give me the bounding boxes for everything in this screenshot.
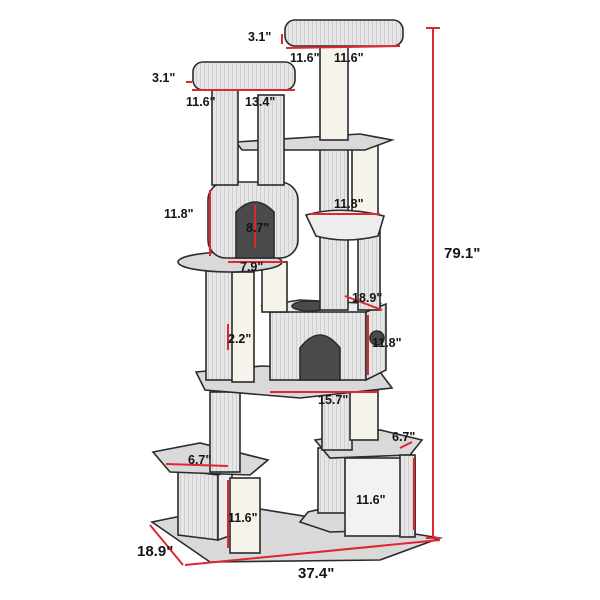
lower-post-left bbox=[209, 391, 241, 473]
mid-post-right bbox=[261, 261, 288, 313]
top-perch bbox=[284, 19, 404, 47]
label-total-height: 79.1" bbox=[444, 245, 480, 262]
label-top-perch-height: 3.1" bbox=[248, 30, 271, 44]
basket bbox=[304, 209, 386, 241]
tall-post-middle bbox=[257, 94, 285, 186]
label-base-width: 37.4" bbox=[298, 565, 334, 582]
label-big-condo-height: 11.8" bbox=[372, 336, 402, 350]
bottom-post-middle bbox=[317, 447, 349, 514]
label-top-perch-width-right: 11.6" bbox=[334, 51, 364, 65]
label-left-step-width: 6.7" bbox=[188, 453, 211, 467]
dimension-lines bbox=[149, 27, 441, 566]
label-big-condo-width: 15.7" bbox=[318, 393, 348, 407]
big-condo-side-hole bbox=[369, 330, 385, 346]
label-bottom-post-height: 11.6" bbox=[228, 511, 258, 525]
label-base-depth: 18.9" bbox=[137, 543, 173, 560]
label-condo-width: 7.9" bbox=[240, 260, 263, 274]
right-box-leg bbox=[399, 454, 416, 538]
label-post-gap: 2.2" bbox=[228, 332, 251, 346]
label-condo-height: 11.8" bbox=[164, 207, 194, 221]
label-condo-door: 8.7" bbox=[246, 221, 269, 235]
label-big-condo-depth: 18.9" bbox=[352, 291, 382, 305]
label-top-perch-width-left: 11.6" bbox=[290, 51, 320, 65]
mid-post-left bbox=[205, 269, 235, 381]
label-small-step-depth: 6.7" bbox=[392, 430, 415, 444]
left-storage-box bbox=[177, 469, 219, 541]
label-left-perch-width: 11.6" bbox=[186, 95, 216, 109]
label-left-perch-height: 3.1" bbox=[152, 71, 175, 85]
lower-post-right bbox=[349, 389, 379, 441]
label-basket-width: 11.8" bbox=[334, 197, 364, 211]
big-condo-door bbox=[299, 334, 341, 381]
cat-tree-drawing bbox=[150, 19, 444, 563]
label-right-box-height: 11.6" bbox=[356, 493, 386, 507]
bottom-post-left bbox=[229, 477, 261, 554]
tall-post-left bbox=[211, 89, 239, 186]
dimension-labels: 3.1" 11.6" 11.6" 3.1" 11.6" 13.4" 11.8" … bbox=[137, 30, 480, 582]
left-perch bbox=[192, 61, 296, 91]
lower-post-middle bbox=[321, 389, 353, 451]
label-left-perch-depth: 13.4" bbox=[245, 95, 275, 109]
mid-post-sisal bbox=[231, 271, 255, 383]
